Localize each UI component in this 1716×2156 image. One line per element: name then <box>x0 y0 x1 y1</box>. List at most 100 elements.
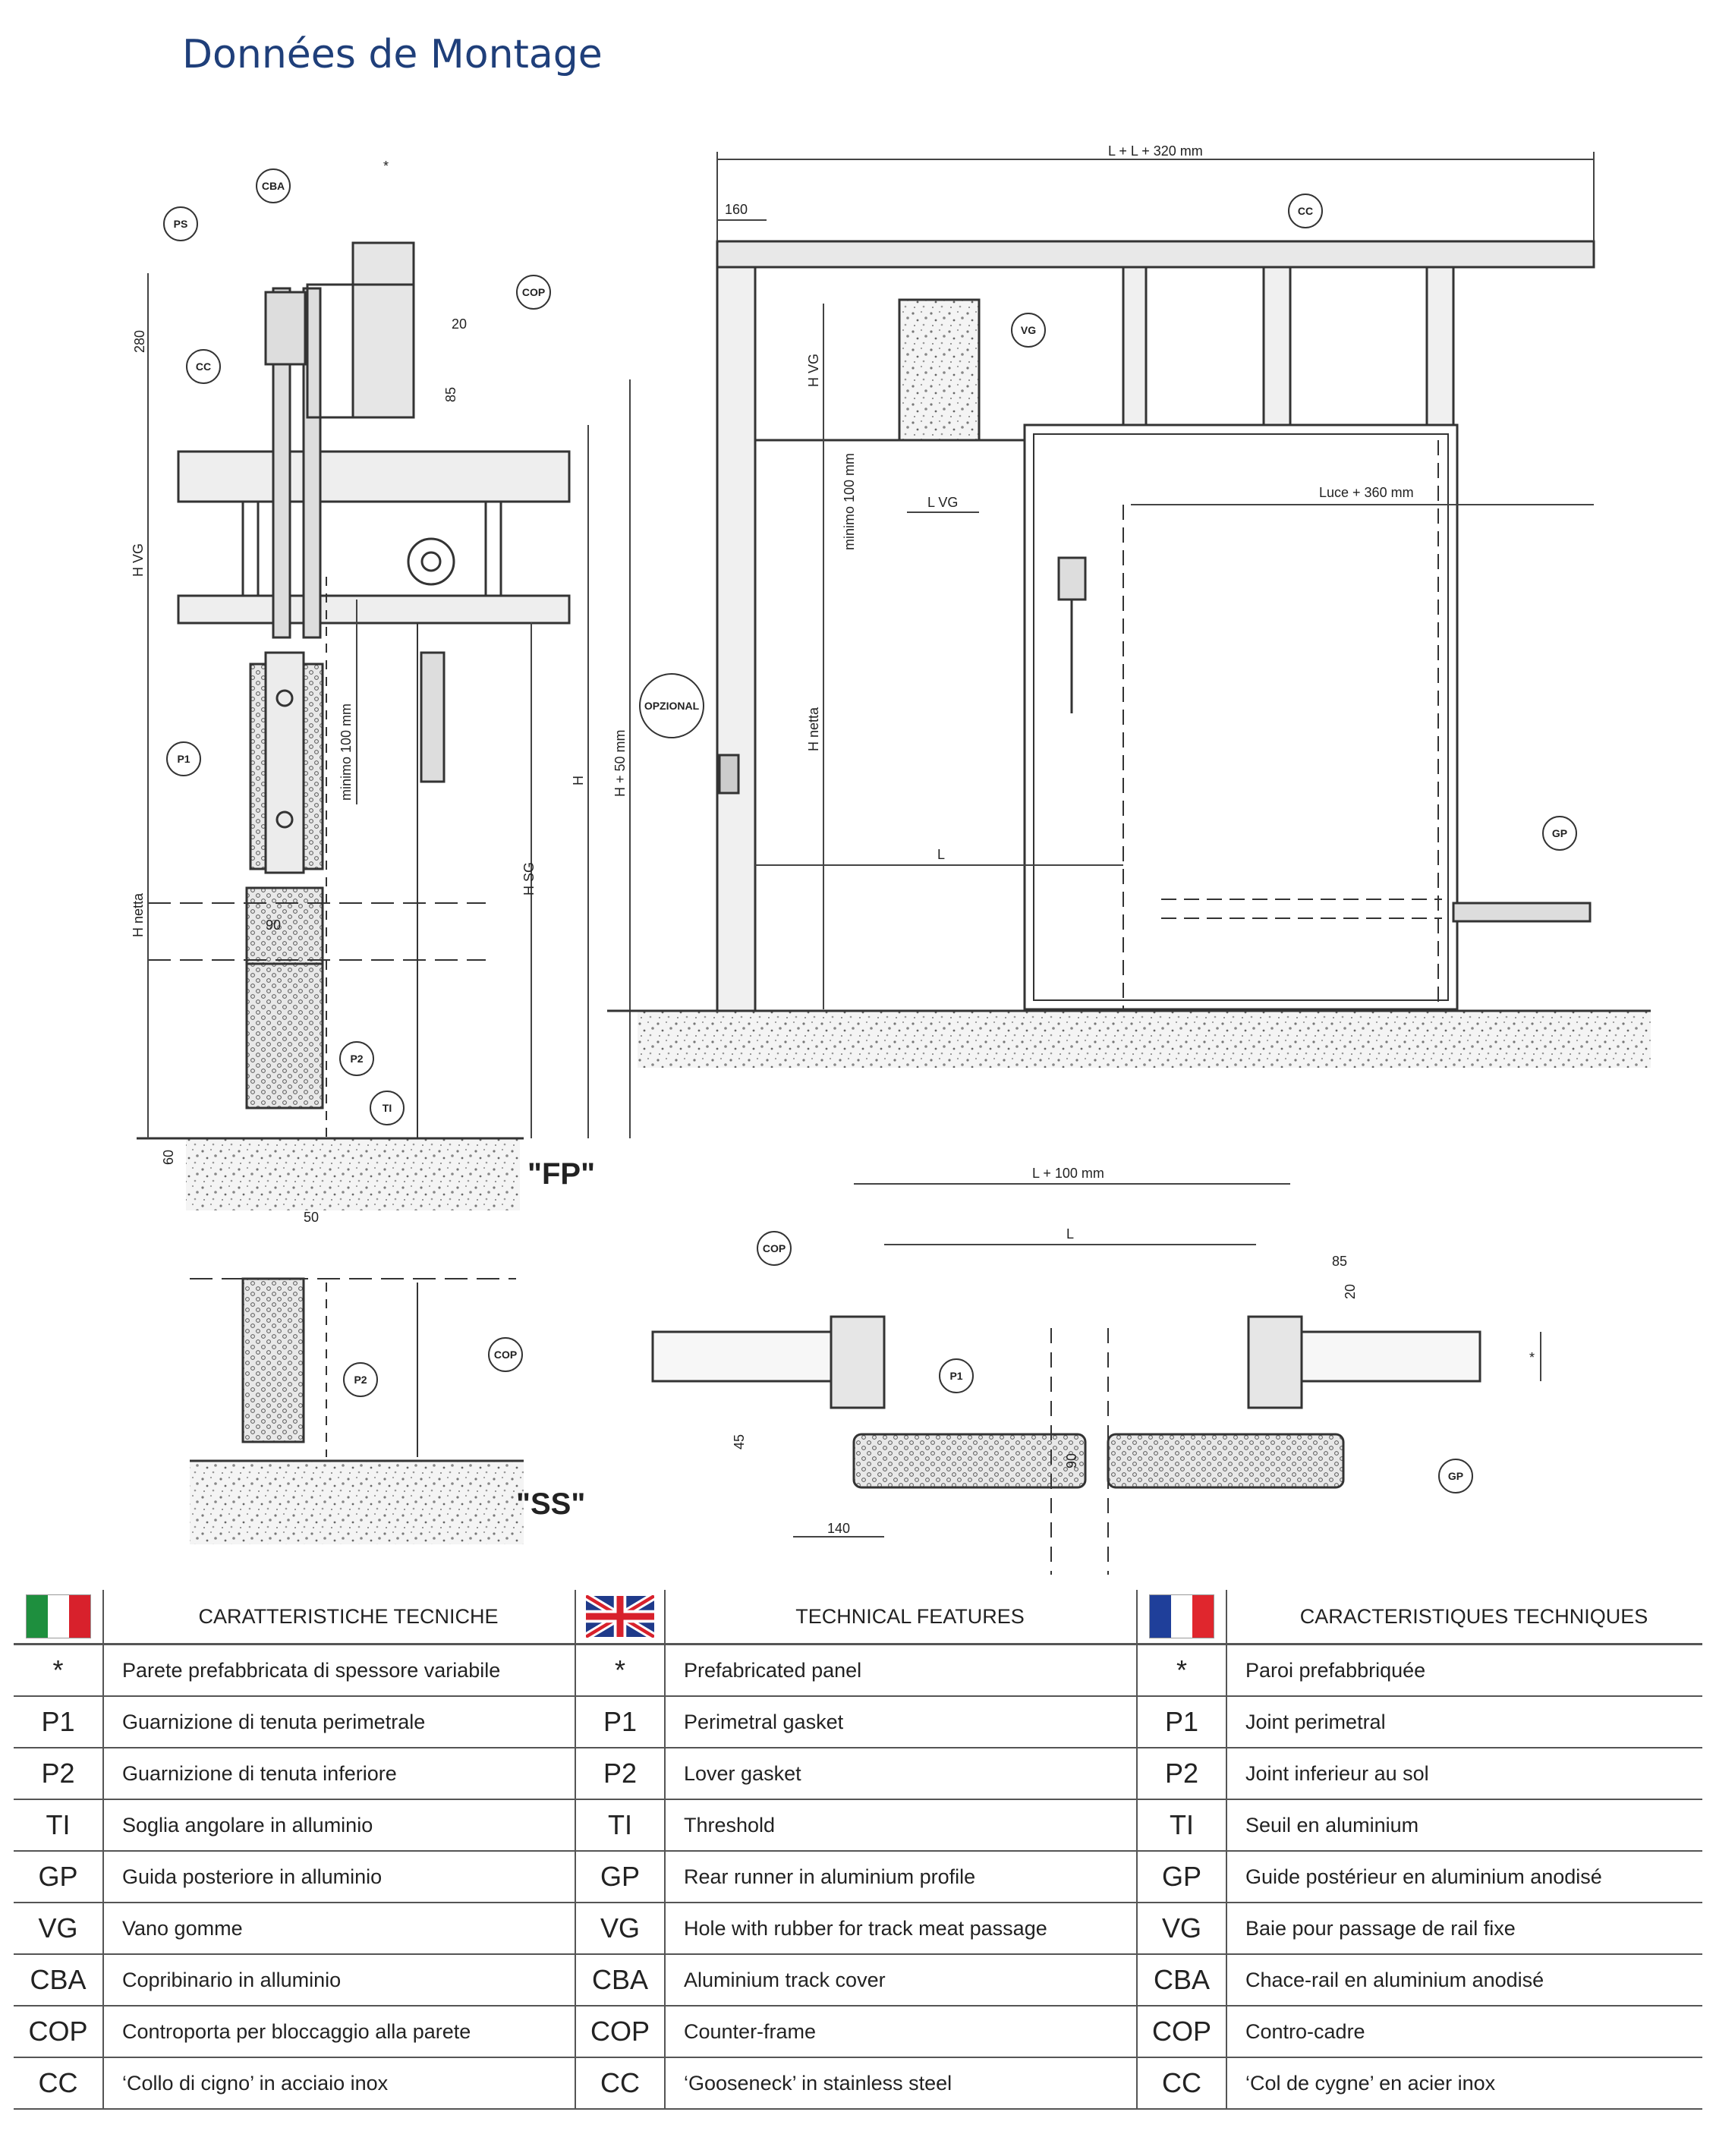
english-description: Lover gasket <box>665 1748 1138 1800</box>
dim-90-left: 90 <box>266 917 281 933</box>
code-cell: * <box>575 1644 666 1697</box>
flag-uk <box>575 1590 666 1645</box>
code-cell: VG <box>14 1903 104 1955</box>
callout-p1-plan <box>939 1358 974 1393</box>
italy-flag-icon <box>25 1594 91 1638</box>
code-cell: VG <box>1137 1903 1227 1955</box>
code-cell: GP <box>575 1851 666 1903</box>
english-description: ‘Gooseneck’ in stainless steel <box>665 2057 1138 2110</box>
page-title: Données de Montage <box>182 32 603 77</box>
callout-cba-label: CBA <box>262 180 285 192</box>
callout-p2-ss-label: P2 <box>354 1374 367 1386</box>
dim-luce: Luce + 360 mm <box>1319 485 1414 500</box>
dim-160: 160 <box>725 202 748 217</box>
section-label-fp: "FP" <box>527 1157 595 1191</box>
callout-gp-plan <box>1438 1459 1473 1493</box>
english-description: Prefabricated panel <box>665 1644 1138 1697</box>
code-cell: GP <box>1137 1851 1227 1903</box>
callout-p1-label: P1 <box>177 753 190 765</box>
dim-50: 50 <box>304 1210 319 1225</box>
dim-l-front: L <box>937 847 945 862</box>
italian-description: Soglia angolare in alluminio <box>103 1799 576 1852</box>
callout-p1-left <box>166 741 201 776</box>
french-description: Contro-cadre <box>1226 2006 1702 2058</box>
callout-cop-top <box>516 275 551 310</box>
floor-section-ss <box>190 1461 524 1544</box>
section-view-ss <box>190 1277 516 1457</box>
callout-cc-label: CC <box>196 360 211 373</box>
english-description: Threshold <box>665 1799 1138 1852</box>
dim-60: 60 <box>161 1150 176 1165</box>
callout-p2-fp <box>339 1041 374 1076</box>
callout-cop-ss-label: COP <box>494 1349 517 1361</box>
callout-cc-front-label: CC <box>1298 205 1313 217</box>
italian-description: Controporta per bloccaggio alla parete <box>103 2006 576 2058</box>
features-table-container: CARATTERISTICHE TECNICHE TECHNICAL FEATU… <box>14 1590 1702 2110</box>
dim-20: 20 <box>452 316 467 332</box>
header-italian: CARATTERISTICHE TECNICHE <box>103 1590 576 1645</box>
table-header-row: CARATTERISTICHE TECNICHE TECHNICAL FEATU… <box>14 1590 1702 1645</box>
code-cell: CBA <box>1137 1954 1227 2006</box>
dim-hsg: H SG <box>521 862 537 895</box>
french-description: Joint perimetral <box>1226 1696 1702 1748</box>
dim-minimo-front: minimo 100 mm <box>842 453 857 550</box>
dim-h: H <box>571 776 586 785</box>
dim-85-plan: 85 <box>1332 1254 1347 1269</box>
dim-minimo-left: minimo 100 mm <box>338 703 354 801</box>
callout-p2-ss <box>343 1362 378 1397</box>
callout-ps-label: PS <box>174 218 188 230</box>
italian-description: Parete prefabbricata di spessore variabi… <box>103 1644 576 1697</box>
italian-description: Guarnizione di tenuta perimetrale <box>103 1696 576 1748</box>
dim-280: 280 <box>132 330 147 353</box>
callout-gp-front <box>1542 816 1577 851</box>
dim-hvg-front: H VG <box>806 354 821 387</box>
english-description: Perimetral gasket <box>665 1696 1138 1748</box>
dim-hnetta-left: H netta <box>131 892 146 937</box>
code-cell: P2 <box>14 1748 104 1800</box>
callout-ti <box>370 1091 405 1125</box>
dim-h50: H + 50 mm <box>612 729 628 797</box>
plan-dimension-lines <box>793 1183 1541 1538</box>
callout-gp-label: GP <box>1552 827 1567 839</box>
dim-20-plan: 20 <box>1343 1284 1358 1299</box>
dim-star-plan: * <box>1529 1350 1535 1365</box>
callout-cop-plan-label: COP <box>763 1242 786 1254</box>
callout-p1-plan-label: P1 <box>949 1370 962 1382</box>
code-cell: P2 <box>575 1748 666 1800</box>
french-description: ‘Col de cygne’ en acier inox <box>1226 2057 1702 2110</box>
code-cell: P1 <box>14 1696 104 1748</box>
header-english: TECHNICAL FEATURES <box>665 1590 1138 1645</box>
french-description: Joint inferieur au sol <box>1226 1748 1702 1800</box>
plan-view <box>651 1315 1481 1575</box>
callout-cop-label: COP <box>522 286 545 298</box>
english-description: Rear runner in aluminium profile <box>665 1851 1138 1903</box>
english-description: Counter-frame <box>665 2006 1138 2058</box>
english-description: Hole with rubber for track meat passage <box>665 1903 1138 1955</box>
code-cell: CC <box>1137 2057 1227 2110</box>
side-dimension-lines <box>147 273 631 1138</box>
code-cell: TI <box>14 1799 104 1852</box>
callout-ti-label: TI <box>383 1102 392 1114</box>
code-cell: P1 <box>1137 1696 1227 1748</box>
callout-cba <box>256 168 291 203</box>
dim-l-plan: L <box>1066 1226 1074 1242</box>
code-cell: COP <box>1137 2006 1227 2058</box>
code-cell: CBA <box>575 1954 666 2006</box>
code-cell: TI <box>575 1799 666 1852</box>
dim-top-total: L + L + 320 mm <box>1108 143 1203 159</box>
dim-85: 85 <box>443 387 458 402</box>
italian-description: Guida posteriore in alluminio <box>103 1851 576 1903</box>
callout-vg-label: VG <box>1021 324 1036 336</box>
callout-ps <box>163 206 198 241</box>
callout-vg <box>1011 313 1046 348</box>
side-section-view <box>148 241 571 1138</box>
italian-description: Guarnizione di tenuta inferiore <box>103 1748 576 1800</box>
table-row: COP Controporta per bloccaggio alla paret… <box>14 2006 1702 2058</box>
french-description: Guide postérieur en aluminium anodisé <box>1226 1851 1702 1903</box>
